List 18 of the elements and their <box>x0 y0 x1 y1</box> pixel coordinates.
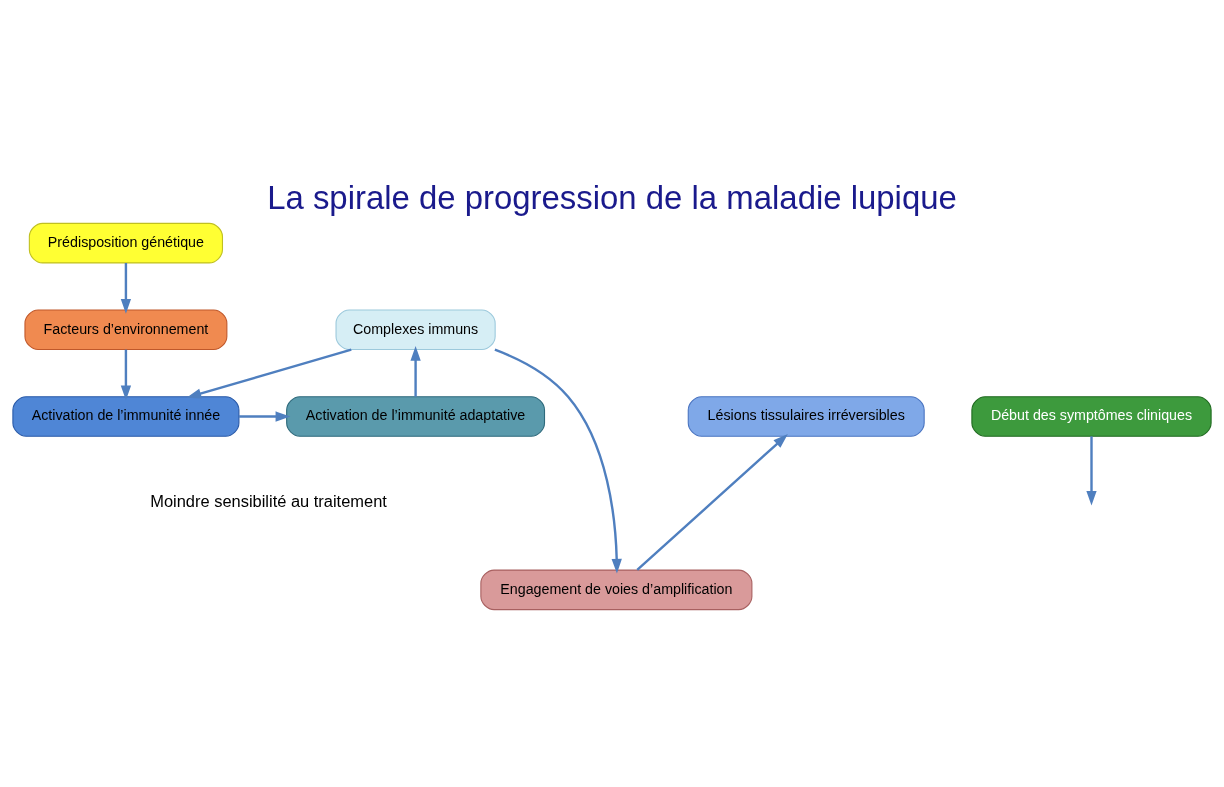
node-box: Activation de l’immunité innée <box>12 395 240 437</box>
label: Moindre sensibilité au traitement <box>150 491 387 510</box>
diagram-title: La spirale de progression de la maladie lupique <box>267 178 957 216</box>
node-box: Facteurs d’environnement <box>24 309 228 350</box>
arrow <box>186 348 352 399</box>
arrow <box>239 410 291 422</box>
node-box: Lésions tissulaires irréversibles <box>687 395 925 437</box>
arrow <box>494 348 622 574</box>
arrow <box>120 349 132 400</box>
arrow <box>636 433 788 571</box>
arrow <box>410 345 421 397</box>
node-box: Début des symptômes cliniques <box>971 395 1212 437</box>
node-box: Engagement de voies d’amplification <box>480 569 753 610</box>
node-box: Activation de l’immunité adaptative <box>286 395 546 437</box>
arrow <box>120 262 132 314</box>
node-box: Prédisposition génétique <box>28 222 223 263</box>
arrow <box>1086 435 1097 506</box>
node-box: Complexes immuns <box>335 309 496 350</box>
